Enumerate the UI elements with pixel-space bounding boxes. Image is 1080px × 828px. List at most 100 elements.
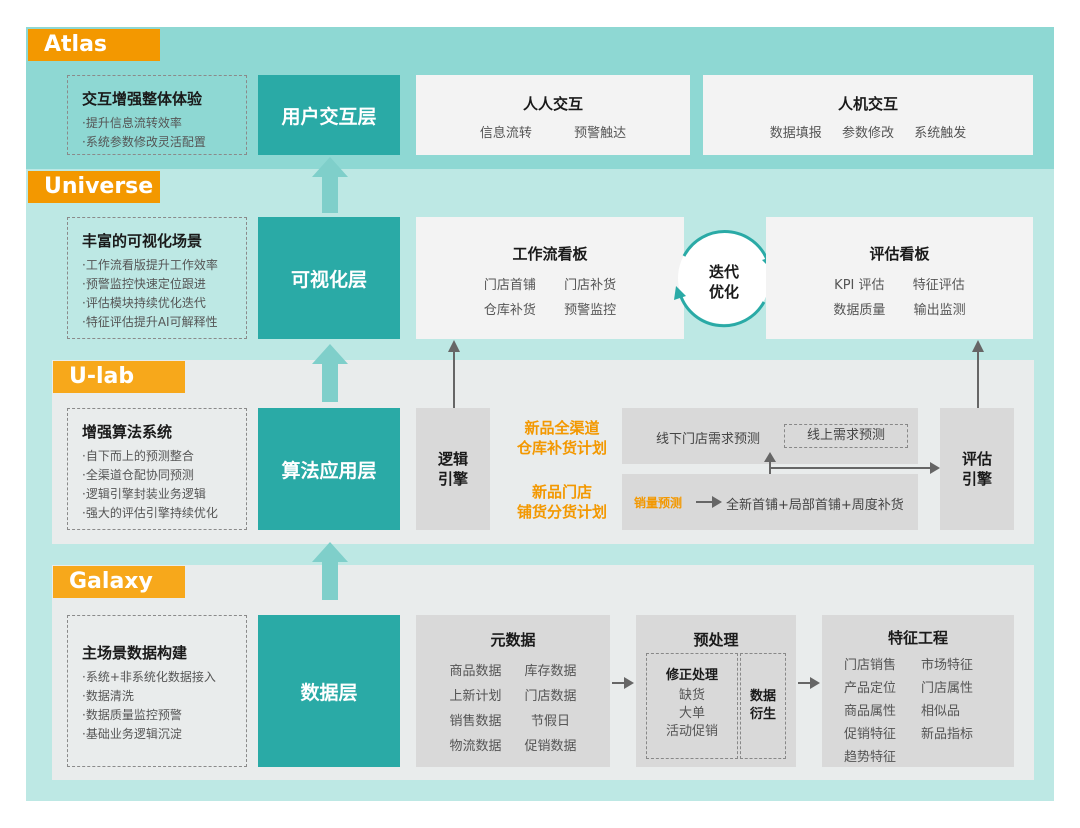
replenish-flow: 全新首铺+局部首铺+周度补货	[726, 498, 904, 513]
metadata-panel: 元数据 商品数据 库存数据 上新计划 门店数据 销售数据 节假日 物流数据 促销…	[416, 615, 610, 767]
panel-item: 市场特征	[921, 658, 974, 673]
galaxy-desc-title: 主场景数据构建	[82, 644, 188, 662]
right-arrow-icon	[798, 677, 820, 689]
correction-item: 缺货	[678, 688, 705, 703]
correction-title: 修正处理	[665, 668, 718, 683]
galaxy-desc-item: ·基础业务逻辑沉淀	[82, 727, 182, 741]
universe-desc-item: ·工作流看版提升工作效率	[82, 258, 218, 272]
panel-item: KPI 评估	[834, 278, 885, 293]
derivation-text: 衍生	[749, 707, 776, 722]
panel-item: 物流数据	[449, 739, 502, 754]
universe-description: 丰富的可视化场景 ·工作流看版提升工作效率 ·预警监控快速定位跟进 ·评估模块持…	[67, 217, 247, 339]
universe-desc-item: ·特征评估提升AI可解释性	[82, 315, 218, 329]
panel-item: 新品指标	[921, 727, 974, 742]
visualization-layer: 可视化层	[258, 217, 400, 339]
panel-title: 人机交互	[837, 95, 898, 113]
iteration-label: 迭代 优化	[694, 262, 754, 302]
panel-item: 节假日	[530, 714, 570, 729]
plan-text: 仓库补货计划	[516, 439, 607, 457]
panel-item: 上新计划	[449, 689, 502, 704]
universe-desc-title: 丰富的可视化场景	[82, 232, 203, 250]
plan-text: 铺货分货计划	[516, 503, 607, 521]
panel-title: 评估看板	[869, 245, 930, 263]
panel-item: 参数修改	[841, 126, 894, 141]
panel-title: 元数据	[490, 631, 536, 649]
sales-forecast-label: 销量预测	[634, 496, 683, 510]
up-arrow-icon	[312, 542, 348, 600]
panel-item: 预警监控	[564, 303, 617, 318]
panel-item: 销售数据	[449, 714, 502, 729]
panel-item: 门店属性	[921, 681, 974, 696]
atlas-tag: Atlas	[28, 29, 160, 61]
eval-engine-text: 引擎	[961, 470, 992, 488]
panel-item: 商品属性	[844, 704, 897, 719]
iteration-cycle-icon	[674, 229, 774, 328]
galaxy-desc-item: ·数据质量监控预警	[82, 708, 182, 722]
panel-item: 信息流转	[479, 126, 532, 141]
atlas-desc-item: ·系统参数修改灵活配置	[82, 135, 206, 149]
human-machine-panel: 人机交互 数据填报 参数修改 系统触发	[703, 75, 1033, 155]
up-arrow-icon	[448, 340, 460, 408]
panel-item: 门店销售	[844, 658, 897, 673]
galaxy-description: 主场景数据构建 ·系统+非系统化数据接入 ·数据清洗 ·数据质量监控预警 ·基础…	[67, 615, 247, 767]
connector-arrows-icon	[764, 452, 940, 474]
evaluation-engine-box: 评估 引擎	[940, 408, 1014, 530]
panel-item: 仓库补货	[483, 303, 536, 318]
plan-text: 新品全渠道	[524, 419, 600, 437]
evaluation-board-panel: 评估看板 KPI 评估 特征评估 数据质量 输出监测	[766, 217, 1033, 339]
algorithm-layer: 算法应用层	[258, 408, 400, 530]
up-arrow-icon	[972, 340, 984, 408]
offline-forecast: 线下门店需求预测	[656, 432, 761, 447]
panel-item: 趋势特征	[844, 750, 897, 765]
panel-item: 产品定位	[844, 681, 897, 696]
panel-item: 输出监测	[913, 303, 966, 318]
correction-item: 活动促销	[665, 724, 718, 739]
sales-flow-box: 销量预测 全新首铺+局部首铺+周度补货	[622, 474, 918, 530]
panel-item: 预警触达	[574, 126, 627, 141]
panel-item: 相似品	[921, 704, 961, 719]
derivation-text: 数据	[749, 689, 776, 704]
universe-desc-item: ·评估模块持续优化迭代	[82, 296, 206, 310]
ulab-desc-item: ·逻辑引擎封装业务逻辑	[82, 487, 206, 501]
panel-item: 库存数据	[524, 664, 577, 679]
cycle-text: 优化	[708, 283, 739, 301]
galaxy-desc-item: ·系统+非系统化数据接入	[82, 670, 216, 684]
ulab-tag: U-lab	[53, 361, 185, 393]
ulab-desc-item: ·全渠道仓配协同预测	[82, 468, 194, 482]
right-arrow-icon	[696, 496, 722, 508]
ulab-desc-item: ·强大的评估引擎持续优化	[82, 506, 218, 520]
logic-engine-text: 引擎	[437, 470, 468, 488]
logic-engine-text: 逻辑	[437, 450, 468, 468]
correction-box: 修正处理 缺货 大单 活动促销	[646, 653, 738, 759]
panel-item: 数据质量	[833, 303, 886, 318]
panel-item: 促销特征	[844, 727, 897, 742]
panel-title: 工作流看板	[512, 245, 588, 263]
galaxy-desc-item: ·数据清洗	[82, 689, 134, 703]
panel-item: 特征评估	[912, 278, 965, 293]
user-interaction-layer: 用户交互层	[258, 75, 400, 155]
ulab-desc-item: ·自下而上的预测整合	[82, 449, 194, 463]
plan-omnichannel: 新品全渠道 仓库补货计划	[502, 418, 622, 458]
galaxy-tag: Galaxy	[53, 566, 185, 598]
atlas-desc-title: 交互增强整体体验	[82, 90, 203, 108]
plan-text: 新品门店	[531, 483, 592, 501]
atlas-description: 交互增强整体体验 ·提升信息流转效率 ·系统参数修改灵活配置	[67, 75, 247, 155]
data-layer: 数据层	[258, 615, 400, 767]
universe-desc-item: ·预警监控快速定位跟进	[82, 277, 206, 291]
panel-item: 系统触发	[914, 126, 967, 141]
feature-engineering-panel: 特征工程 门店销售 市场特征 产品定位 门店属性 商品属性 相似品 促销特征 新…	[822, 615, 1014, 767]
panel-item: 门店首铺	[483, 278, 536, 293]
cycle-text: 迭代	[708, 263, 739, 281]
panel-item: 门店数据	[524, 689, 577, 704]
preprocessing-panel: 预处理 修正处理 缺货 大单 活动促销 数据 衍生	[636, 615, 796, 767]
panel-item: 门店补货	[564, 278, 617, 293]
up-arrow-icon	[312, 344, 348, 402]
panel-title: 特征工程	[887, 629, 948, 647]
right-arrow-icon	[612, 677, 634, 689]
universe-tag: Universe	[28, 171, 160, 203]
panel-item: 数据填报	[769, 126, 822, 141]
panel-title: 预处理	[693, 631, 739, 649]
ulab-desc-title: 增强算法系统	[82, 423, 173, 441]
logic-engine-box: 逻辑 引擎	[416, 408, 490, 530]
derivation-box: 数据 衍生	[740, 653, 786, 759]
